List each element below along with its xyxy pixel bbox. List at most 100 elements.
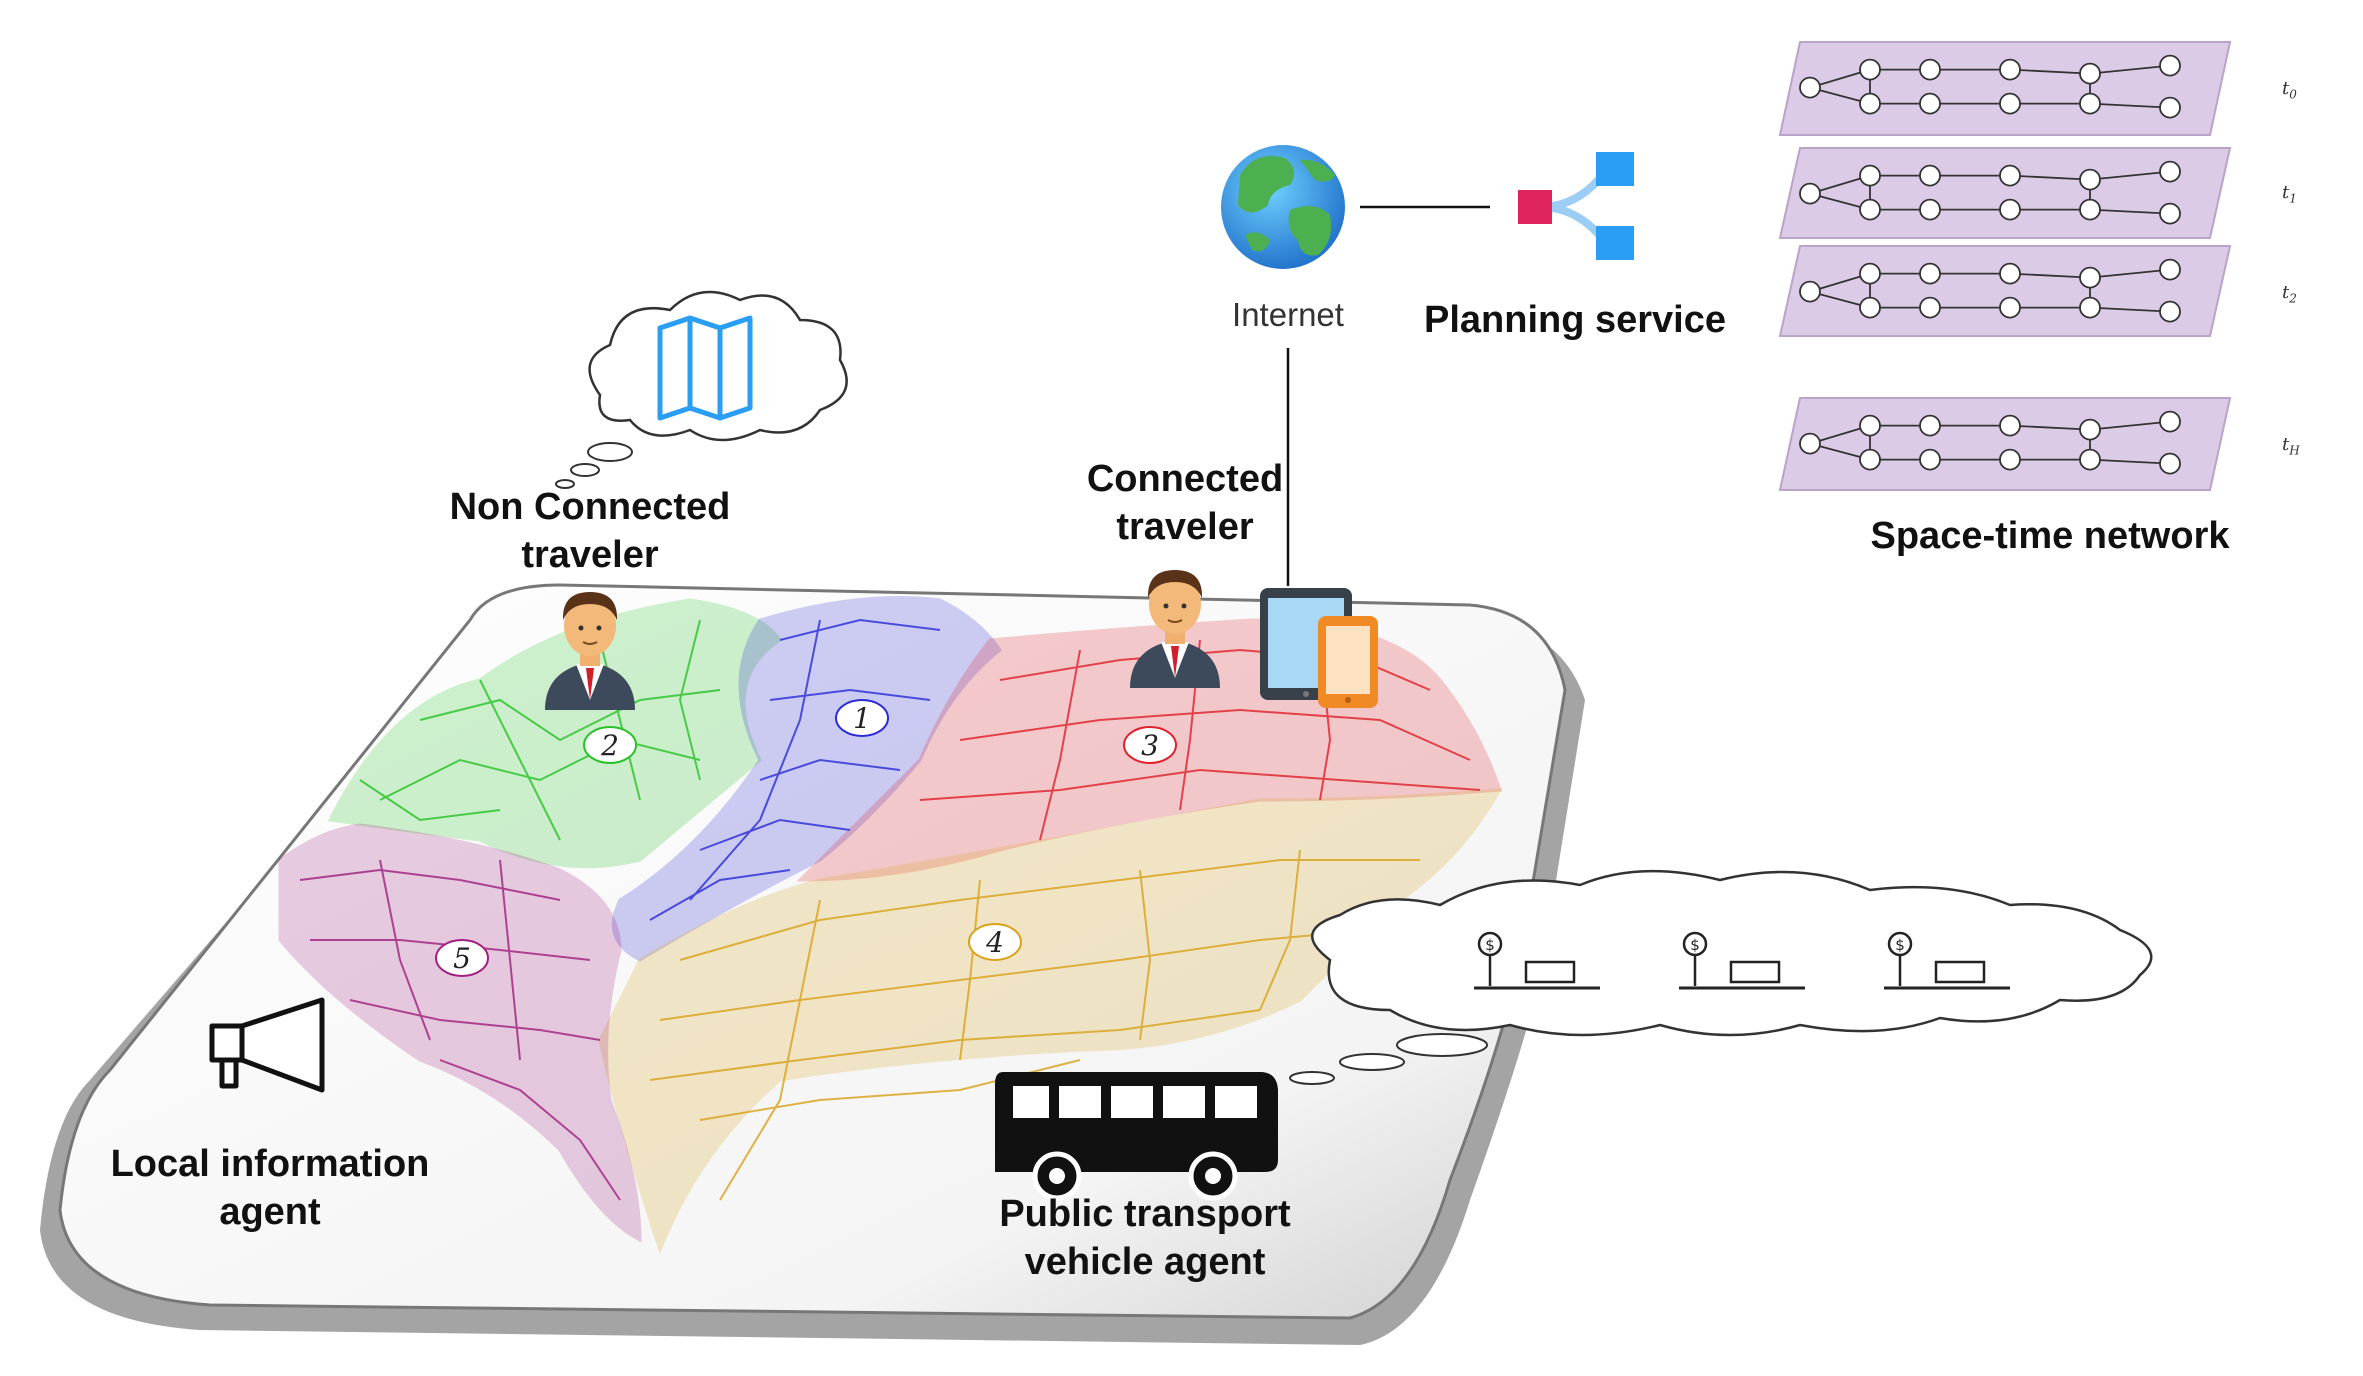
layer-node [2079,168,2101,191]
layer-edge [2089,170,2171,181]
layer-node [1859,262,1881,285]
time-label-t2: t2 [2282,282,2297,306]
layer-edge [2089,208,2171,215]
layer-node [1859,198,1881,221]
zone-3-label: 3 [1123,726,1177,764]
svg-text:3: 3 [1141,729,1159,762]
layer-node [2159,258,2181,281]
layer-node [2079,418,2101,441]
time-label-t1: t1 [2282,182,2297,206]
bus-stop-icon: $ [1679,931,1805,990]
layer-edge [2089,102,2171,109]
local-information-agent-line2: agent [219,1191,321,1233]
layer-t0 [1778,41,2232,136]
layer-node [2159,202,2181,225]
non-connected-traveler-label: Non Connected traveler [400,483,780,579]
layer-node [1859,58,1881,81]
layer-node [2079,198,2101,221]
svg-text:5: 5 [453,942,471,975]
layer-node [1859,414,1881,437]
layer-node [1999,296,2021,319]
globe-icon [1221,145,1345,269]
bus-stop-thought-cloud [1289,869,2153,1085]
layer-edge [2089,458,2171,465]
layer-node [1919,262,1941,285]
layer-node [1999,414,2021,437]
planning-service-icon [1518,152,1634,260]
map-thought-cloud [555,290,848,489]
layer-node [1999,58,2021,81]
layer-edge [2009,68,2091,75]
time-label-t0: t0 [2282,78,2297,102]
svg-text:4: 4 [985,926,1004,959]
layer-node [1999,448,2021,471]
phone-icon [1318,616,1378,708]
layer-node [1799,432,1821,455]
layer-node [1799,182,1821,205]
public-transport-agent-label: Public transport vehicle agent [955,1190,1335,1286]
zone-5 [278,823,642,1243]
layer-node [1859,448,1881,471]
zone-2-label: 2 [583,726,637,764]
public-transport-agent-line1: Public transport [999,1193,1291,1235]
layer-t1 [1778,147,2232,239]
zone-labels: 1 2 3 4 5 [435,699,1177,977]
zone-1 [611,596,1003,962]
layer-t2 [1778,245,2232,337]
layer-node [2159,54,2181,77]
layer-edge [2009,424,2091,431]
internet-label: Internet [1232,296,1344,333]
zone-5-label: 5 [435,939,489,977]
layer-node [1859,164,1881,187]
zone-4-label: 4 [968,923,1022,961]
space-time-layers [1778,41,2232,491]
bus-icon [995,1072,1278,1201]
layer-node [1999,198,2021,221]
connected-traveler-line1: Connected [1086,458,1284,500]
planning-service-label: Planning service [1423,299,1726,341]
public-transport-agent-line2: vehicle agent [1024,1241,1266,1283]
layer-node [1859,296,1881,319]
layer-node [1999,262,2021,285]
layer-node [2079,448,2101,471]
zone-1-label: 1 [835,699,889,737]
layer-edge [2089,306,2171,313]
svg-text:$: $ [1485,936,1495,954]
layer-node [1919,58,1941,81]
layer-node [2079,92,2101,115]
layer-node [1919,92,1941,115]
layer-edge [2009,272,2091,279]
bus-stops: $ $ $ [1474,931,2010,990]
layer-edge [2089,64,2171,75]
layer-node [2079,266,2101,289]
layer-node [2159,300,2181,323]
layer-node [2079,62,2101,85]
svg-text:2: 2 [600,729,619,762]
layer-node [1919,414,1941,437]
layer-edge [2009,174,2091,181]
space-time-network-label: Space-time network [1870,515,2230,557]
layer-node [2159,160,2181,183]
layer-node [2079,296,2101,319]
layer-node [1799,280,1821,303]
person-icon [1130,570,1220,688]
layer-node [2159,410,2181,433]
time-label-tH: tH [2282,434,2300,458]
layer-edge [2089,268,2171,279]
local-information-agent-line1: Local information [110,1143,430,1185]
svg-text:$: $ [1895,936,1905,954]
layer-tH [1778,397,2232,491]
megaphone-icon [209,997,325,1093]
layer-node [1999,92,2021,115]
map-icon [657,315,753,421]
layer-node [1919,296,1941,319]
layer-node [1919,448,1941,471]
bus-stop-icon: $ [1474,931,1600,990]
layer-node [1999,164,2021,187]
connected-traveler-line2: traveler [1116,506,1254,548]
layer-edge [2089,420,2171,431]
connected-traveler-label: Connected traveler [1050,455,1320,551]
layer-node [1859,92,1881,115]
svg-text:$: $ [1690,936,1700,954]
